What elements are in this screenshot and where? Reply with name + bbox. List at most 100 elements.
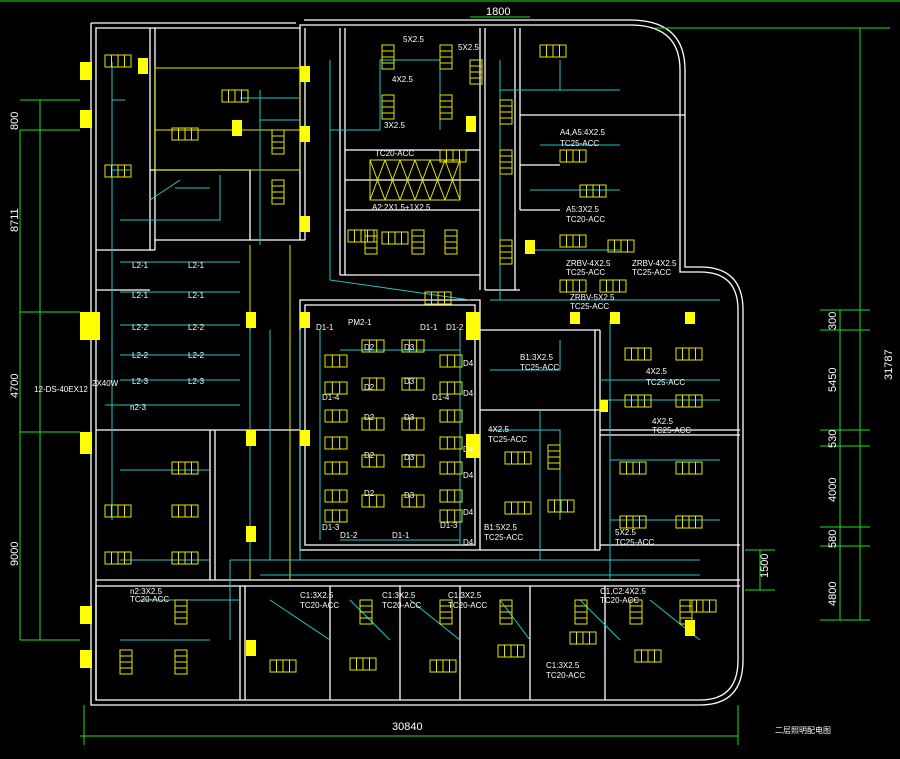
- outer-walls: [90, 19, 744, 706]
- dim-right-6: 4800: [827, 582, 839, 606]
- circuit-n23: n2-3: [130, 403, 147, 412]
- circuit-top-3x25: 3X2.5: [384, 121, 405, 130]
- circuit-c1-b-tc: TC20-ACC: [382, 601, 421, 610]
- distribution-boxes: [80, 58, 695, 668]
- circuit-n2: n2:3X2.5: [130, 587, 163, 596]
- circuit-4x25-a: 4X2.5: [488, 425, 509, 434]
- dimension-lines: [19, 16, 890, 745]
- dim-left-4: 9000: [9, 542, 21, 566]
- d13-a: D1-3: [440, 521, 458, 530]
- circuit-l22-d: L2-2: [188, 351, 205, 360]
- circuit-l22-c: L2-2: [132, 351, 149, 360]
- d4-f: D4: [463, 538, 474, 547]
- d13-b: D1-3: [322, 523, 340, 532]
- circuit-c1-b: C1:3X2.5: [382, 591, 416, 600]
- circuit-labels: 12-DS-40EX12 2X40W L2-1 L2-1 L2-1 L2-1 L…: [34, 35, 691, 680]
- circuit-zrbv4-b-tc: TC25-ACC: [632, 268, 671, 277]
- circuit-top-5x25-b: 5X2.5: [458, 43, 479, 52]
- circuit-l23-b: L2-3: [188, 377, 205, 386]
- circuit-c1-d: C1:3X2.5: [546, 661, 580, 670]
- d2-e: D2: [364, 489, 375, 498]
- circuit-b1-tc: TC25-ACC: [520, 363, 559, 372]
- circuit-top-4x25: 4X2.5: [392, 75, 413, 84]
- circuit-zrbv4-a-tc: TC25-ACC: [566, 268, 605, 277]
- circuit-l23-a: L2-3: [132, 377, 149, 386]
- d11-a: D1-1: [316, 323, 334, 332]
- d2-c: D2: [364, 413, 375, 422]
- d3-d: D3: [404, 453, 415, 462]
- feed-label: 12-DS-40EX12: [34, 385, 88, 394]
- dim-right-total: 31787: [883, 349, 895, 380]
- dimension-labels: 1800 800 8711 4700 9000 300 5450 530 400…: [9, 6, 895, 735]
- circuit-a5-tc: TC20-ACC: [566, 215, 605, 224]
- circuit-a4a5-tc: TC25-ACC: [560, 139, 599, 148]
- wiring: [105, 59, 720, 641]
- circuit-n2-tc: TC20-ACC: [130, 595, 169, 604]
- dim-left-3: 4700: [9, 374, 21, 398]
- circuit-c1-d-tc: TC20-ACC: [546, 671, 585, 680]
- circuit-4x25-b: 4X2.5: [646, 367, 667, 376]
- circuit-c2-tc: TC20-ACC: [600, 596, 639, 605]
- circuit-b1: B1:3X2.5: [520, 353, 553, 362]
- dim-right-small: 1500: [759, 554, 771, 578]
- d2-d: D2: [364, 451, 375, 460]
- d3-a: D3: [404, 343, 415, 352]
- d3-b: D3: [404, 377, 415, 386]
- d14-a: D1-4: [322, 393, 340, 402]
- circuit-top-5x25-a: 5X2.5: [403, 35, 424, 44]
- circuit-c1-a: C1:3X2.5: [300, 591, 334, 600]
- circuit-a5: A5:3X2.5: [566, 205, 599, 214]
- dim-right-5: 580: [827, 530, 839, 548]
- d4-d: D4: [463, 471, 474, 480]
- dim-right-4: 4000: [827, 478, 839, 502]
- circuit-4x25-c-tc: TC25-ACC: [652, 426, 691, 435]
- circuit-l21-c: L2-1: [132, 291, 149, 300]
- d4-b: D4: [463, 389, 474, 398]
- circuit-c2: C1,C2:4X2.5: [600, 587, 646, 596]
- dim-right-1: 300: [827, 312, 839, 330]
- d4-e: D4: [463, 508, 474, 517]
- d12-a: D1-2: [446, 323, 464, 332]
- circuit-zrbv5: ZRBV-5X2.5: [570, 293, 615, 302]
- d2-b: D2: [364, 383, 375, 392]
- dim-right-2: 5450: [827, 368, 839, 392]
- circuit-zrbv4-b: ZRBV-4X2.5: [632, 259, 677, 268]
- circuit-c1-a-tc: TC20-ACC: [300, 601, 339, 610]
- light-fixtures: [104, 44, 717, 675]
- feed-load-label: 2X40W: [92, 379, 119, 388]
- circuit-5x25: 5X2.5: [615, 528, 636, 537]
- d3-c: D3: [404, 413, 415, 422]
- panel-pm21: PM2-1: [348, 318, 372, 327]
- drawing-title: 二层照明配电图: [775, 725, 831, 735]
- circuit-b1b: B1:5X2.5: [484, 523, 517, 532]
- circuit-a2: A2:2X1.5+1X2.5: [372, 203, 431, 212]
- d12-b: D1-2: [340, 531, 358, 540]
- circuit-c1-c: C1:3X2.5: [448, 591, 482, 600]
- d2-a: D2: [364, 343, 375, 352]
- circuit-a4a5: A4,A5:4X2.5: [560, 128, 605, 137]
- circuit-l22-b: L2-2: [188, 323, 205, 332]
- d3-e: D3: [404, 491, 415, 500]
- circuit-top-tc20: TC20-ACC: [375, 149, 414, 158]
- dim-right-3: 530: [827, 430, 839, 448]
- circuit-b1b-tc: TC25-ACC: [484, 533, 523, 542]
- circuit-l21-b: L2-1: [188, 261, 205, 270]
- dim-bottom: 30840: [392, 721, 423, 733]
- circuit-l21-a: L2-1: [132, 261, 149, 270]
- interior-walls: [95, 28, 740, 700]
- circuit-4x25-b-tc: TC25-ACC: [646, 378, 685, 387]
- circuit-5x25-tc: TC25-ACC: [615, 538, 654, 547]
- dim-top: 1800: [486, 6, 510, 18]
- dim-left-2: 8711: [9, 208, 21, 232]
- circuit-l21-d: L2-1: [188, 291, 205, 300]
- d11-c: D1-1: [392, 531, 410, 540]
- d11-b: D1-1: [420, 323, 438, 332]
- circuit-l22-a: L2-2: [132, 323, 149, 332]
- circuit-4x25-c: 4X2.5: [652, 417, 673, 426]
- d4-c: D4: [463, 445, 474, 454]
- d14-b: D1-4: [432, 393, 450, 402]
- circuit-zrbv5-tc: TC25-ACC: [570, 302, 609, 311]
- dim-left-1: 800: [9, 112, 21, 130]
- circuit-4x25-a-tc: TC25-ACC: [488, 435, 527, 444]
